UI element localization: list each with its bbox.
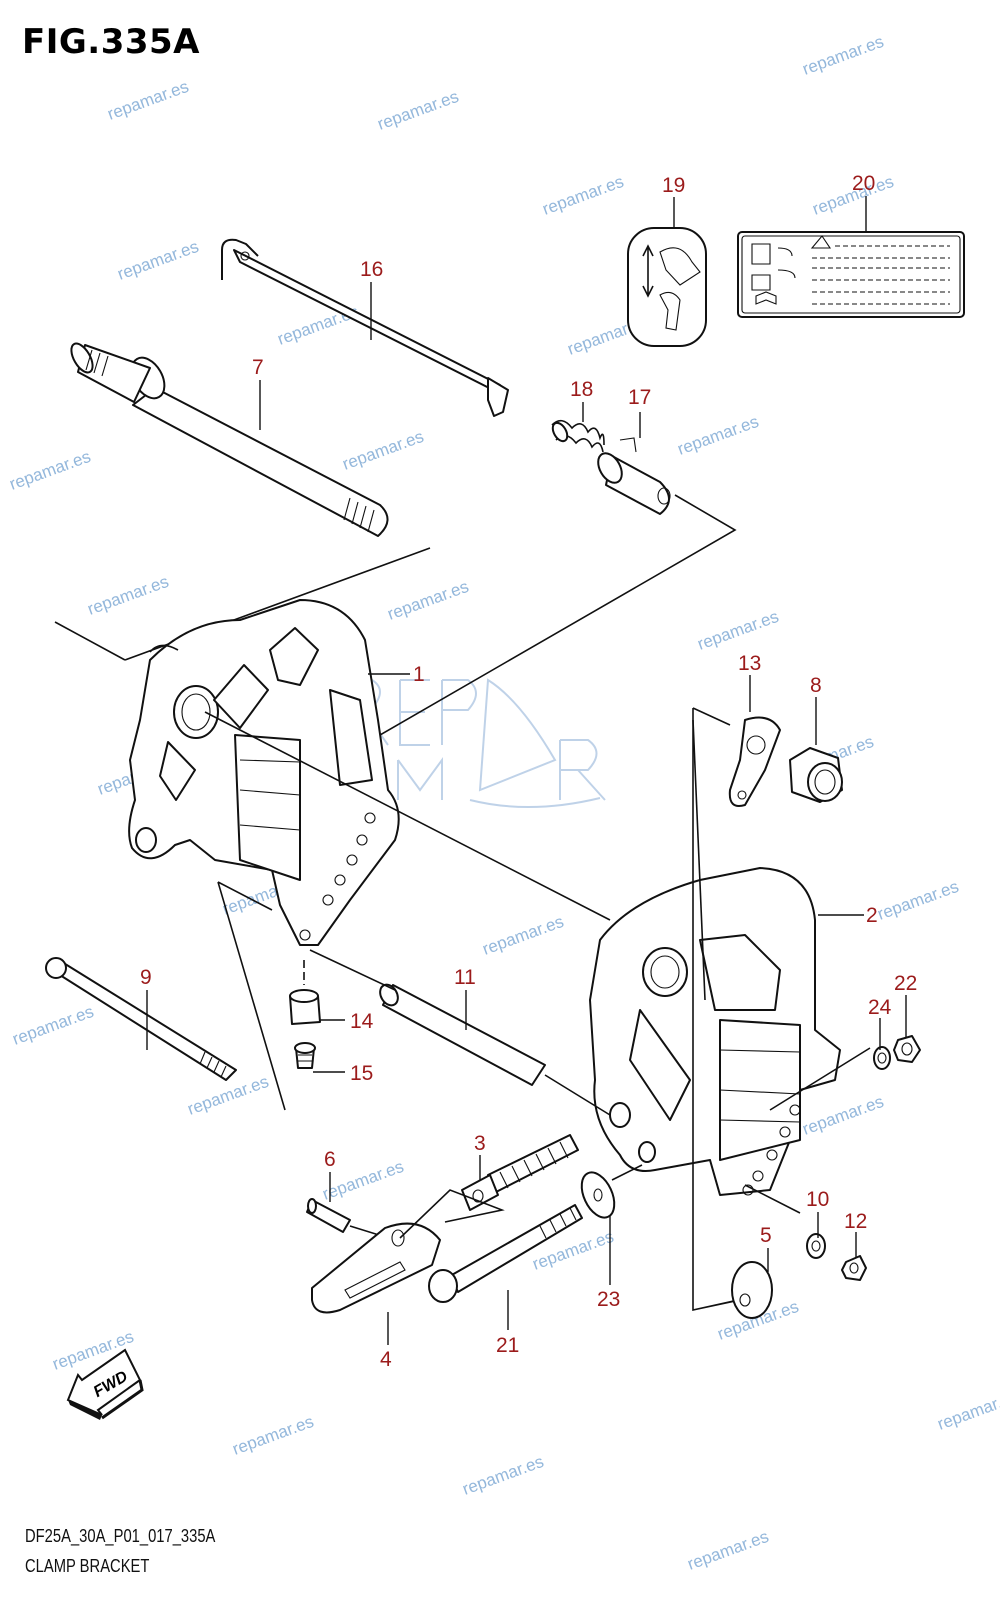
watermark-text: repamar.es [800,1092,886,1139]
part-6-pin [306,1198,351,1233]
callout-24: 24 [868,996,892,1019]
part-16-lever-rod [221,238,509,417]
callout-4: 4 [380,1348,392,1371]
assembly-line-13 [692,707,741,1311]
watermark-text: repamar.es [385,577,471,624]
watermark-text: repamar.es [675,412,761,459]
callout-9: 9 [140,966,152,989]
callout-22: 22 [894,972,917,995]
watermark-text: repamar.es [10,1002,96,1049]
callout-leaders [146,196,907,1345]
assembly-line-23 [611,1164,643,1181]
assembly-line-2 [692,719,706,1001]
callout-12: 12 [844,1210,867,1233]
part-12-nut [841,1255,867,1281]
part-8-nut [789,747,843,803]
callout-numbers: 16 7 18 17 19 20 13 8 1 2 9 11 14 15 24 … [140,172,917,1371]
watermark-text: repamar.es [105,77,191,124]
figure-title: FIG.335A [22,22,200,62]
watermark-text: repamar.es [685,1527,771,1574]
watermark-text: repamar.es [230,1412,316,1459]
watermark-text: repamar.es [935,1387,1000,1434]
callout-21: 21 [496,1334,519,1357]
fwd-arrow: FWD [66,1348,144,1420]
watermark-text: repamar.es [800,32,886,79]
callout-10: 10 [806,1188,829,1211]
watermark-text: repamar.es [875,877,961,924]
watermark-text: repamar.es [340,427,426,474]
part-3-adjust-screw [461,1134,579,1211]
callout-18: 18 [570,378,593,401]
assembly-line-right [744,1047,871,1214]
part-22-nut [893,1035,921,1063]
callout-11: 11 [454,966,476,989]
watermark-text: repamar.es [115,237,201,284]
part-19-tilt-decal [627,227,707,347]
part-9-long-bolt [45,957,237,1081]
watermark-text: repamar.es [460,1452,546,1499]
figure-name: CLAMP BRACKET [25,1556,150,1576]
callout-7: 7 [252,356,264,379]
watermark-text: repamar.es [540,172,626,219]
callout-15: 15 [350,1062,373,1085]
callout-23: 23 [597,1288,620,1311]
part-11-shaft [379,983,546,1086]
callout-8: 8 [810,674,822,697]
callout-5: 5 [760,1224,772,1247]
part-10-washer [806,1233,826,1259]
part-2-clamp-bracket-stbd [589,867,841,1196]
callout-6: 6 [324,1148,336,1171]
part-20-warning-label [737,231,965,318]
watermark-text: repamar.es [7,447,93,494]
watermark-text: repamar.es [695,607,781,654]
part-17-lock-pin [597,437,671,515]
watermark-text: repamar.es [375,87,461,134]
assembly-line-9 [217,881,286,1111]
callout-1: 1 [413,663,425,686]
part-24-washer [873,1046,891,1070]
part-7-tilt-tube [70,342,389,537]
assembly-line-tube [204,711,611,921]
part-13-plate [728,716,781,807]
part-5-cap [731,1261,773,1319]
figure-code: DF25A_30A_P01_017_335A [25,1526,216,1546]
part-4-holder [311,1222,441,1314]
callout-14: 14 [350,1010,374,1033]
part-14-bushing [289,989,321,1025]
callout-2: 2 [866,904,878,927]
assembly-line-17 [379,494,737,736]
callout-16: 16 [360,258,383,281]
callout-3: 3 [474,1132,486,1155]
assembly-line-11 [309,949,611,1116]
part-15-screw [294,1042,316,1069]
watermark-text: repamar.es [480,912,566,959]
callout-19: 19 [662,174,685,197]
watermark-text: repamar.es [85,572,171,619]
part-23-washer [580,1171,616,1219]
assembly-line-3 [399,1189,505,1239]
callout-17: 17 [628,386,651,409]
part-18-spring [551,419,605,453]
part-1-clamp-bracket-port [128,599,400,946]
part-21-bolt [428,1204,583,1303]
callout-13: 13 [738,652,761,675]
callout-20: 20 [852,172,875,195]
